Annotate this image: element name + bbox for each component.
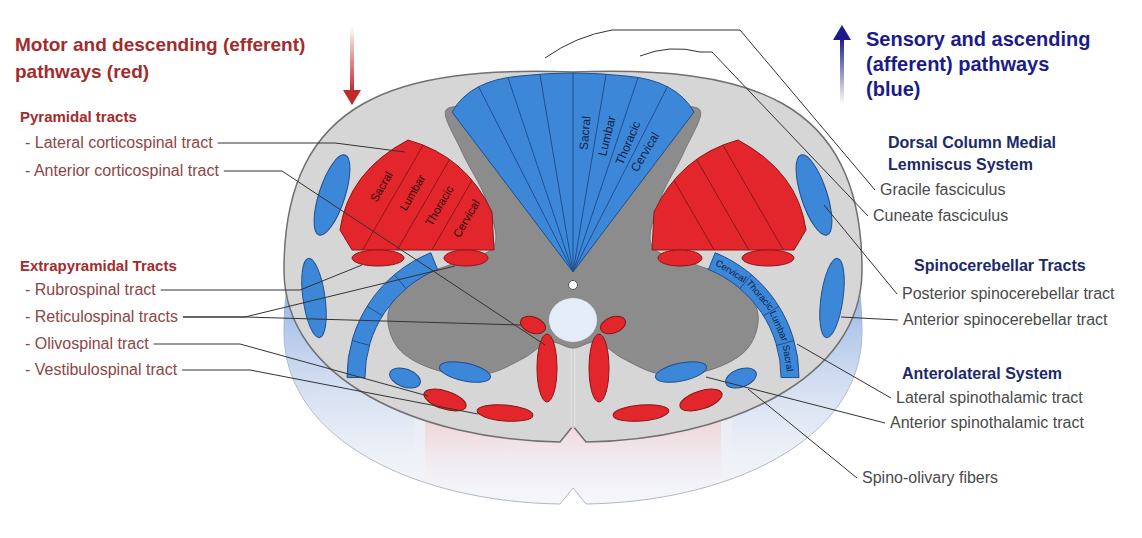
leader-line — [218, 143, 405, 152]
anterior-corticospinal-tract — [537, 334, 557, 402]
central-canal — [569, 281, 578, 290]
leader-line — [748, 389, 857, 478]
cuneate-bracket — [640, 49, 700, 56]
segment-divider — [660, 96, 820, 373]
tract-label: Anterior spinothalamic tract — [890, 413, 1084, 432]
reticulospinal-tract — [598, 313, 628, 337]
system-heading: Spinocerebellar Tracts — [914, 256, 1086, 275]
system-heading: Dorsal Column Medial Lemniscus System — [888, 132, 1103, 176]
segment-label: Sacral — [369, 170, 395, 204]
reticulospinal-tract — [444, 250, 488, 266]
spino-olivary-fibers — [723, 364, 759, 392]
segment-divider — [326, 96, 486, 373]
leader-line — [183, 317, 521, 325]
leader-line — [161, 265, 362, 290]
tract-label: Lateral spinothalamic tract — [896, 388, 1083, 407]
anterior-spinocerebellar-tract — [816, 257, 849, 339]
segment-label: Cervical — [452, 198, 483, 240]
tract-label: - Anterior corticospinal tract — [25, 161, 219, 180]
corticospinal-divisions — [634, 81, 846, 388]
ascending-arrow-shaft — [840, 38, 844, 104]
leader-line — [797, 344, 891, 398]
descending-arrow-head — [343, 90, 361, 105]
segment-divider — [491, 25, 573, 272]
group-heading: Pyramidal tracts — [20, 108, 137, 126]
commissure — [549, 298, 597, 342]
tract-label: - Vestibulospinal tract — [25, 360, 177, 379]
segment-label: Lumbar — [768, 310, 790, 343]
tract-label: - Lateral corticospinal tract — [25, 133, 213, 152]
segment-divider — [394, 275, 406, 289]
segment-divider — [573, 12, 574, 272]
lateral-spinothalamic-tract — [347, 253, 438, 378]
rubrospinal-tract — [352, 250, 404, 266]
descending-arrow-shaft — [350, 26, 354, 92]
leader-line — [700, 52, 868, 216]
gracile-bracket — [545, 30, 612, 58]
segment-label: Lumbar — [398, 173, 427, 213]
median-fissure-edge — [573, 350, 574, 428]
spino-olivary-fibers — [387, 364, 423, 392]
tract-label: Cuneate fasciculus — [873, 206, 1008, 225]
tract-label: Anterior spinocerebellar tract — [903, 310, 1108, 329]
tract-label: Spino-olivary fibers — [862, 468, 998, 487]
vestibulospinal-tract — [612, 403, 669, 424]
system-heading: Anterolateral System — [902, 364, 1062, 383]
lateral-spinothalamic-tract — [708, 253, 799, 378]
anterior-spinocerebellar-tract — [298, 257, 331, 339]
segment-label: Lumbar — [596, 115, 617, 157]
pathway-heading: Sensory and ascending (afferent) pathway… — [866, 27, 1101, 102]
tract-label: - Rubrospinal tract — [25, 280, 156, 299]
anterior-corticospinal-tract — [589, 334, 609, 402]
tract-label: - Reticulospinal tracts — [25, 307, 178, 326]
anterior-spinothalamic-tract — [438, 358, 493, 386]
corticospinal-divisions — [300, 81, 512, 388]
segment-label: Thoracic — [744, 278, 775, 312]
segment-label: Sacral — [782, 344, 796, 372]
tract-label: Posterior spinocerebellar tract — [902, 284, 1115, 303]
segment-divider — [634, 111, 794, 388]
leader-line — [612, 30, 875, 190]
rubrospinal-tract — [742, 250, 794, 266]
ascending-arrow-head — [833, 25, 851, 40]
segment-label: Cervical — [714, 258, 748, 284]
segment-divider — [367, 306, 382, 315]
leader-line — [183, 266, 455, 317]
anterior-spinothalamic-tract — [654, 358, 709, 386]
leader-line — [224, 171, 545, 345]
segment-divider — [352, 111, 512, 388]
reticulospinal-tract — [658, 250, 702, 266]
vestibulospinal-tract — [476, 403, 533, 424]
segment-label: Thoracic — [424, 184, 456, 228]
segment-divider — [352, 340, 369, 345]
olivospinal-tract — [677, 385, 724, 416]
reticulospinal-tract — [518, 313, 548, 337]
pathway-heading: Motor and descending (efferent) pathways… — [15, 31, 337, 85]
group-heading: Extrapyramidal Tracts — [20, 257, 177, 275]
segment-divider — [686, 81, 846, 358]
segment-label: Sacral — [578, 115, 593, 150]
tract-label: - Olivospinal tract — [25, 334, 149, 353]
leader-line — [841, 317, 898, 320]
tract-label: Gracile fasciculus — [880, 180, 1005, 199]
segment-divider — [300, 81, 460, 358]
leader-line — [182, 370, 478, 414]
median-fissure — [572, 350, 575, 428]
leader-line — [706, 377, 885, 423]
